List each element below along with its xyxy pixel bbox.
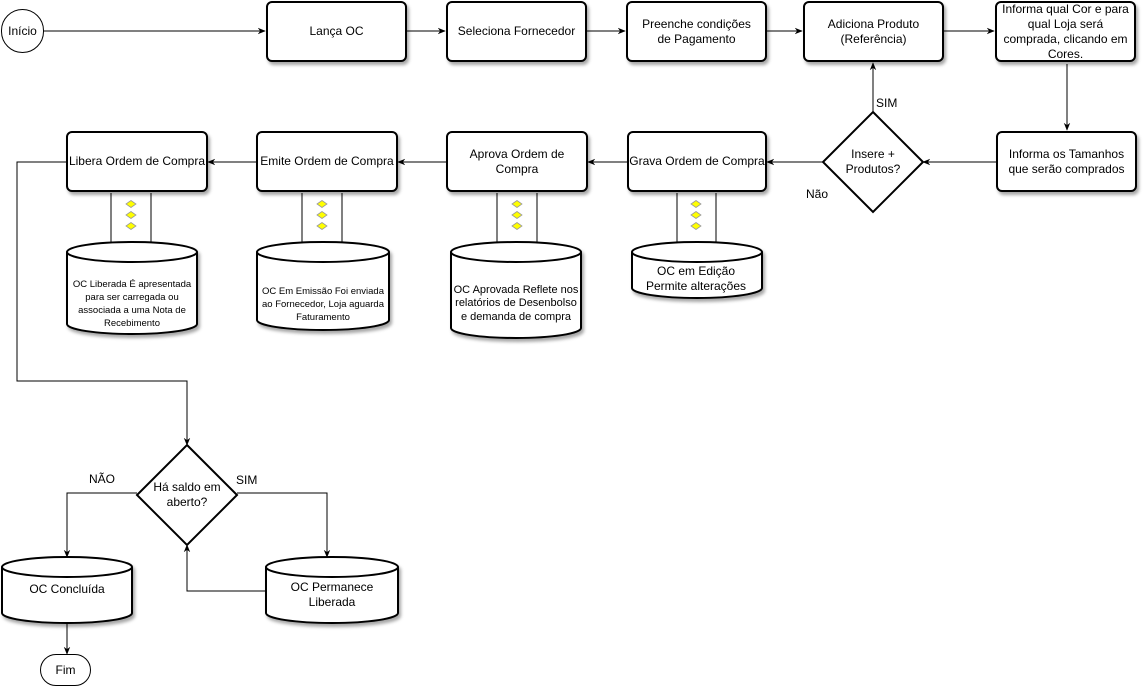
edge-permanece-saldo (183, 544, 266, 592)
link-marker-icon (316, 222, 328, 230)
link-marker-icon (511, 222, 523, 230)
inicio-label: Início (8, 23, 37, 38)
ha-saldo-text: Há saldo em aberto? (153, 480, 221, 509)
preenche-condicoes-box: Preenche condições de Pagamento (626, 1, 767, 62)
oc-emissao-text: OC Em Emissão Foi enviada ao Fornecedor,… (261, 285, 384, 323)
oc-emissao-cylinder (256, 241, 390, 331)
link-marker-icon (690, 211, 702, 219)
oc-edicao-cylinder (631, 241, 763, 299)
informa-tamanhos-box: Informa os Tamanhos que serão comprados (996, 131, 1137, 192)
seleciona-fornecedor-box: Seleciona Fornecedor (446, 1, 587, 62)
seleciona-fornecedor-label: Seleciona Fornecedor (457, 24, 576, 38)
insere-produtos-decision (821, 110, 925, 214)
edge-label-sim-insere: SIM (876, 96, 898, 110)
libera-ordem-label: Libera Ordem de Compra (68, 154, 206, 168)
oc-concluida-text: OC Concluída (29, 581, 105, 596)
link-marker-icon (511, 211, 523, 219)
libera-ordem-box: Libera Ordem de Compra (66, 131, 208, 192)
fim-terminal: Fim (40, 654, 91, 686)
link-marker-icon (511, 200, 523, 208)
link-marker-icon (690, 200, 702, 208)
edge-saldo-concluida (63, 492, 137, 558)
link-marker-icon (125, 222, 137, 230)
oc-edicao-text: OC em Edição Permite alterações (645, 264, 747, 293)
link-marker-icon (125, 211, 137, 219)
oc-liberada-text: OC Liberada É apresentada para ser carre… (72, 279, 192, 329)
link-grava-edicao (676, 193, 717, 242)
oc-aprovada-cylinder (450, 241, 582, 339)
fim-label: Fim (55, 662, 76, 677)
oc-aprovada-text: OC Aprovada Reflete nos relatórios de De… (453, 283, 579, 323)
adiciona-produto-label: Adiciona Produto (Referência) (827, 16, 920, 46)
grava-ordem-label: Grava Ordem de Compra (629, 154, 765, 168)
informa-tamanhos-label: Informa os Tamanhos que serão comprados (1008, 146, 1125, 176)
emite-ordem-label: Emite Ordem de Compra (260, 154, 394, 168)
link-marker-icon (316, 200, 328, 208)
lanca-oc-box: Lança OC (266, 1, 407, 62)
emite-ordem-box: Emite Ordem de Compra (256, 131, 398, 192)
insere-produtos-text: Insere + Produtos? (845, 147, 901, 176)
edge-saldo-permanece (237, 492, 331, 558)
informa-cor-label: Informa qual Cor e para qual Loja será c… (1002, 1, 1129, 61)
lanca-oc-label: Lança OC (309, 24, 364, 38)
link-libera-liberada (110, 193, 152, 242)
link-marker-icon (125, 200, 137, 208)
edge-label-sim-saldo: SIM (236, 473, 258, 487)
edge-label-nao-insere: Não (806, 187, 829, 201)
ha-saldo-decision (135, 443, 239, 547)
oc-liberada-cylinder (66, 241, 198, 335)
edge-libera-saldo (16, 161, 191, 446)
link-marker-icon (316, 211, 328, 219)
grava-ordem-box: Grava Ordem de Compra (627, 131, 767, 192)
edge-label-nao-saldo: NÃO (89, 472, 116, 486)
informa-cor-box: Informa qual Cor e para qual Loja será c… (995, 1, 1136, 62)
inicio-terminal: Início (1, 9, 44, 53)
oc-permanece-cylinder (265, 556, 399, 624)
aprova-ordem-label: Aprova Ordem de Compra (469, 147, 565, 176)
link-emite-emissao (301, 193, 343, 242)
link-marker-icon (690, 222, 702, 230)
aprova-ordem-box: Aprova Ordem de Compra (446, 131, 588, 192)
preenche-condicoes-label: Preenche condições de Pagamento (642, 16, 751, 46)
link-aprova-aprovada (496, 193, 538, 242)
oc-permanece-text: OC Permanece Liberada (290, 580, 374, 609)
adiciona-produto-box: Adiciona Produto (Referência) (803, 1, 944, 62)
oc-concluida-cylinder (1, 556, 133, 624)
